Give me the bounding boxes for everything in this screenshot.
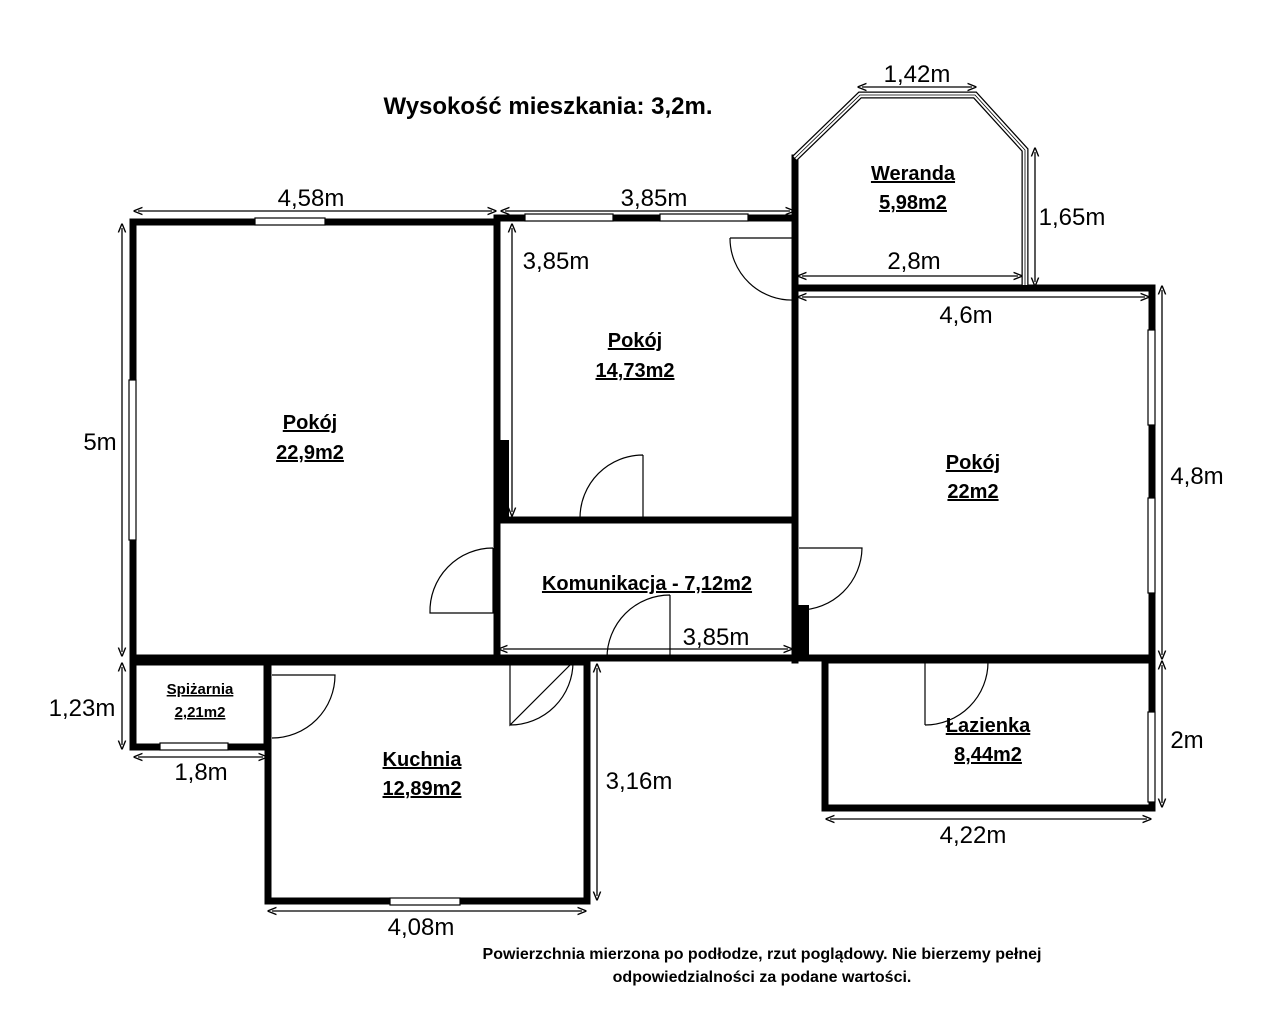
dim-right-side: 4,8m (1170, 463, 1223, 490)
room-area: 8,44m2 (954, 744, 1022, 766)
room-area: 22,9m2 (276, 442, 344, 464)
room-name: Kuchnia (383, 749, 463, 771)
disclaimer-line-1: Powierzchnia mierzona po podłodze, rzut … (483, 946, 1042, 963)
dimension-lines (122, 87, 1162, 911)
apartment-height-title: Wysokość mieszkania: 3,2m. (383, 93, 712, 120)
room-name: Spiżarnia (167, 681, 234, 698)
room-name: Pokój (608, 330, 662, 352)
windows (128, 213, 1156, 906)
dim-mid-side: 3,85m (523, 248, 590, 275)
dim-weranda-top: 1,42m (884, 61, 951, 88)
dim-lazienka-bottom: 4,22m (940, 822, 1007, 849)
room-pokoj-left: Pokój 22,9m2 (276, 412, 344, 464)
room-name: Pokój (283, 412, 337, 434)
dim-left-top: 4,58m (278, 185, 345, 212)
dim-left-side: 5m (83, 429, 116, 456)
walls (129, 154, 1156, 905)
room-komunikacja: Komunikacja - 7,12m2 (542, 573, 752, 595)
room-area: 12,89m2 (383, 778, 462, 800)
dim-kuchnia-bottom: 4,08m (388, 914, 455, 941)
dim-lazienka-side: 2m (1170, 727, 1203, 754)
veranda-windows (792, 91, 1029, 285)
room-name: Łazienka (946, 715, 1031, 737)
dim-kuchnia-side: 3,16m (606, 768, 673, 795)
room-name: Komunikacja - 7,12m2 (542, 573, 752, 595)
room-name: Weranda (871, 163, 956, 185)
dim-right-top: 4,6m (939, 302, 992, 329)
dim-spizarnia-bottom: 1,8m (174, 759, 227, 786)
room-pokoj-mid: Pokój 14,73m2 (596, 330, 675, 382)
room-pokoj-right: Pokój 22m2 (946, 452, 1000, 503)
room-area: 14,73m2 (596, 360, 675, 382)
room-area: 2,21m2 (175, 704, 226, 721)
dim-weranda-side: 1,65m (1039, 204, 1106, 231)
room-spizarnia: Spiżarnia 2,21m2 (167, 681, 234, 721)
disclaimer-line-2: odpowiedzialności za podane wartości. (613, 969, 912, 986)
room-lazienka: Łazienka 8,44m2 (946, 715, 1031, 766)
dim-spizarnia-side: 1,23m (49, 695, 116, 722)
dim-weranda-bottom: 2,8m (887, 248, 940, 275)
dim-mid-top: 3,85m (621, 185, 688, 212)
room-weranda: Weranda 5,98m2 (871, 163, 956, 214)
dim-komunikacja: 3,85m (683, 624, 750, 651)
room-kuchnia: Kuchnia 12,89m2 (383, 749, 463, 800)
room-area: 5,98m2 (879, 192, 947, 214)
doors (271, 237, 989, 739)
room-area: 22m2 (947, 481, 998, 503)
room-name: Pokój (946, 452, 1000, 474)
